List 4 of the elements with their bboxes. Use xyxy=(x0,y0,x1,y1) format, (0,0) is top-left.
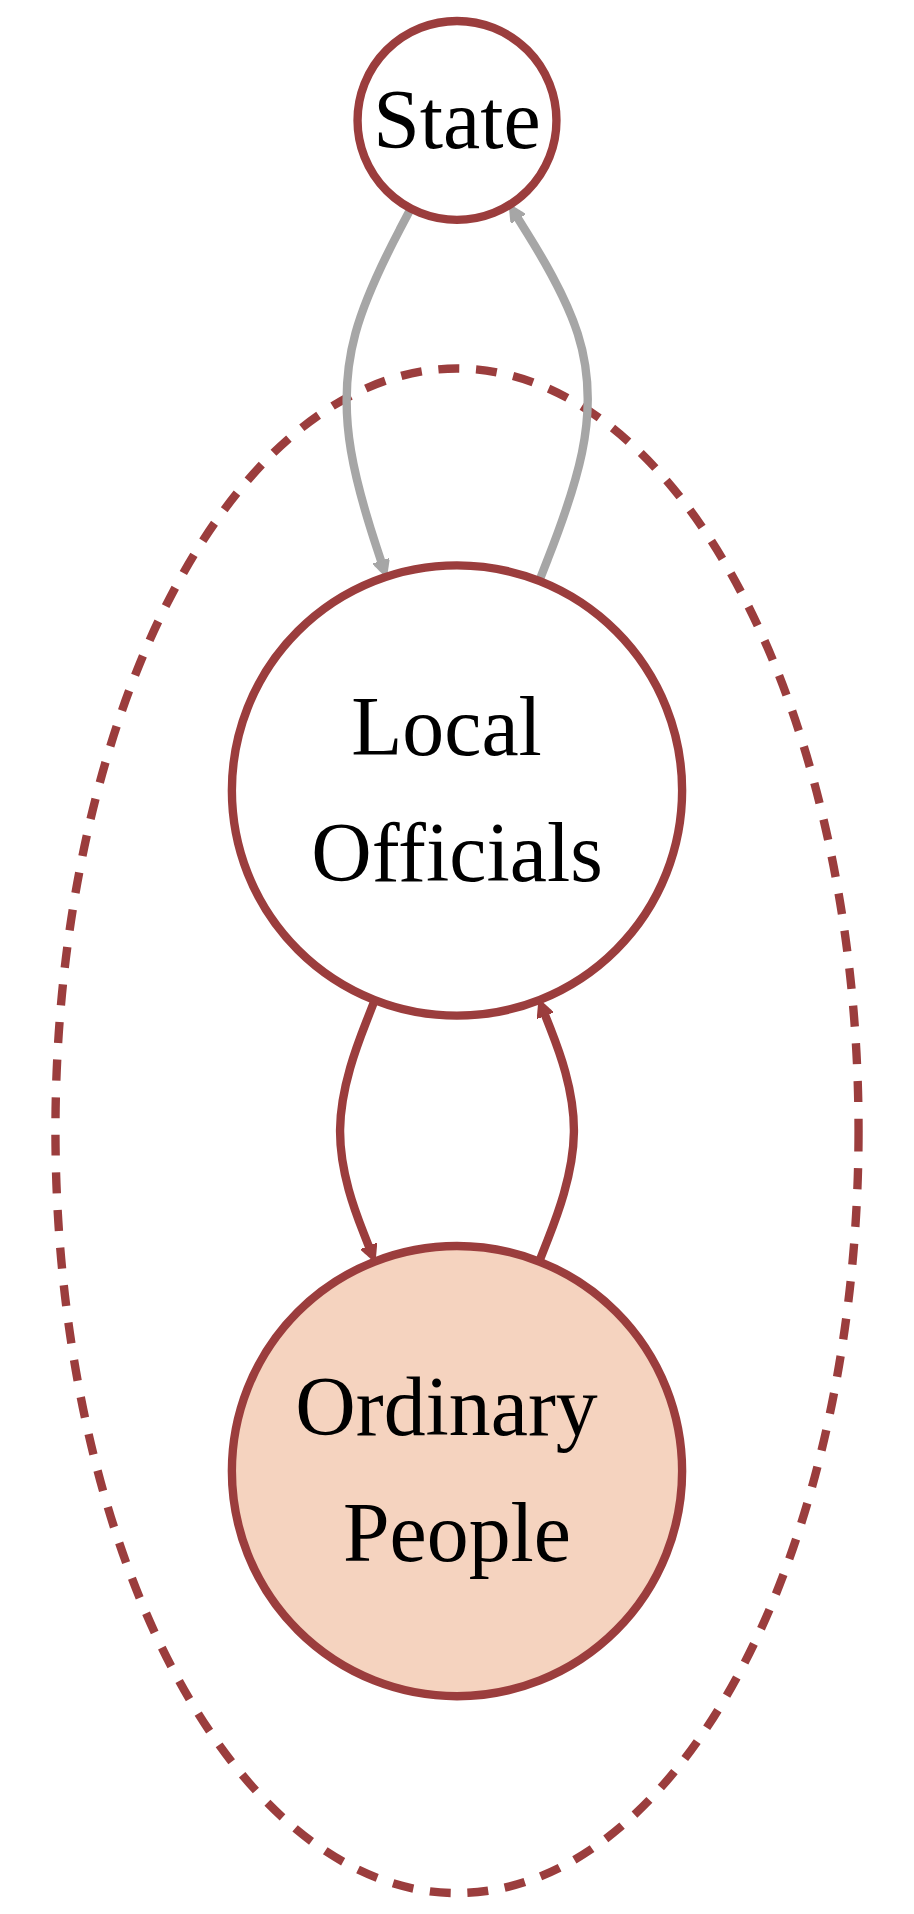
node-circle: Ordinary People xyxy=(227,1241,687,1701)
node-circle: Local Officials xyxy=(227,561,687,1020)
node-circle: State xyxy=(353,16,561,225)
cluster xyxy=(51,364,863,1898)
